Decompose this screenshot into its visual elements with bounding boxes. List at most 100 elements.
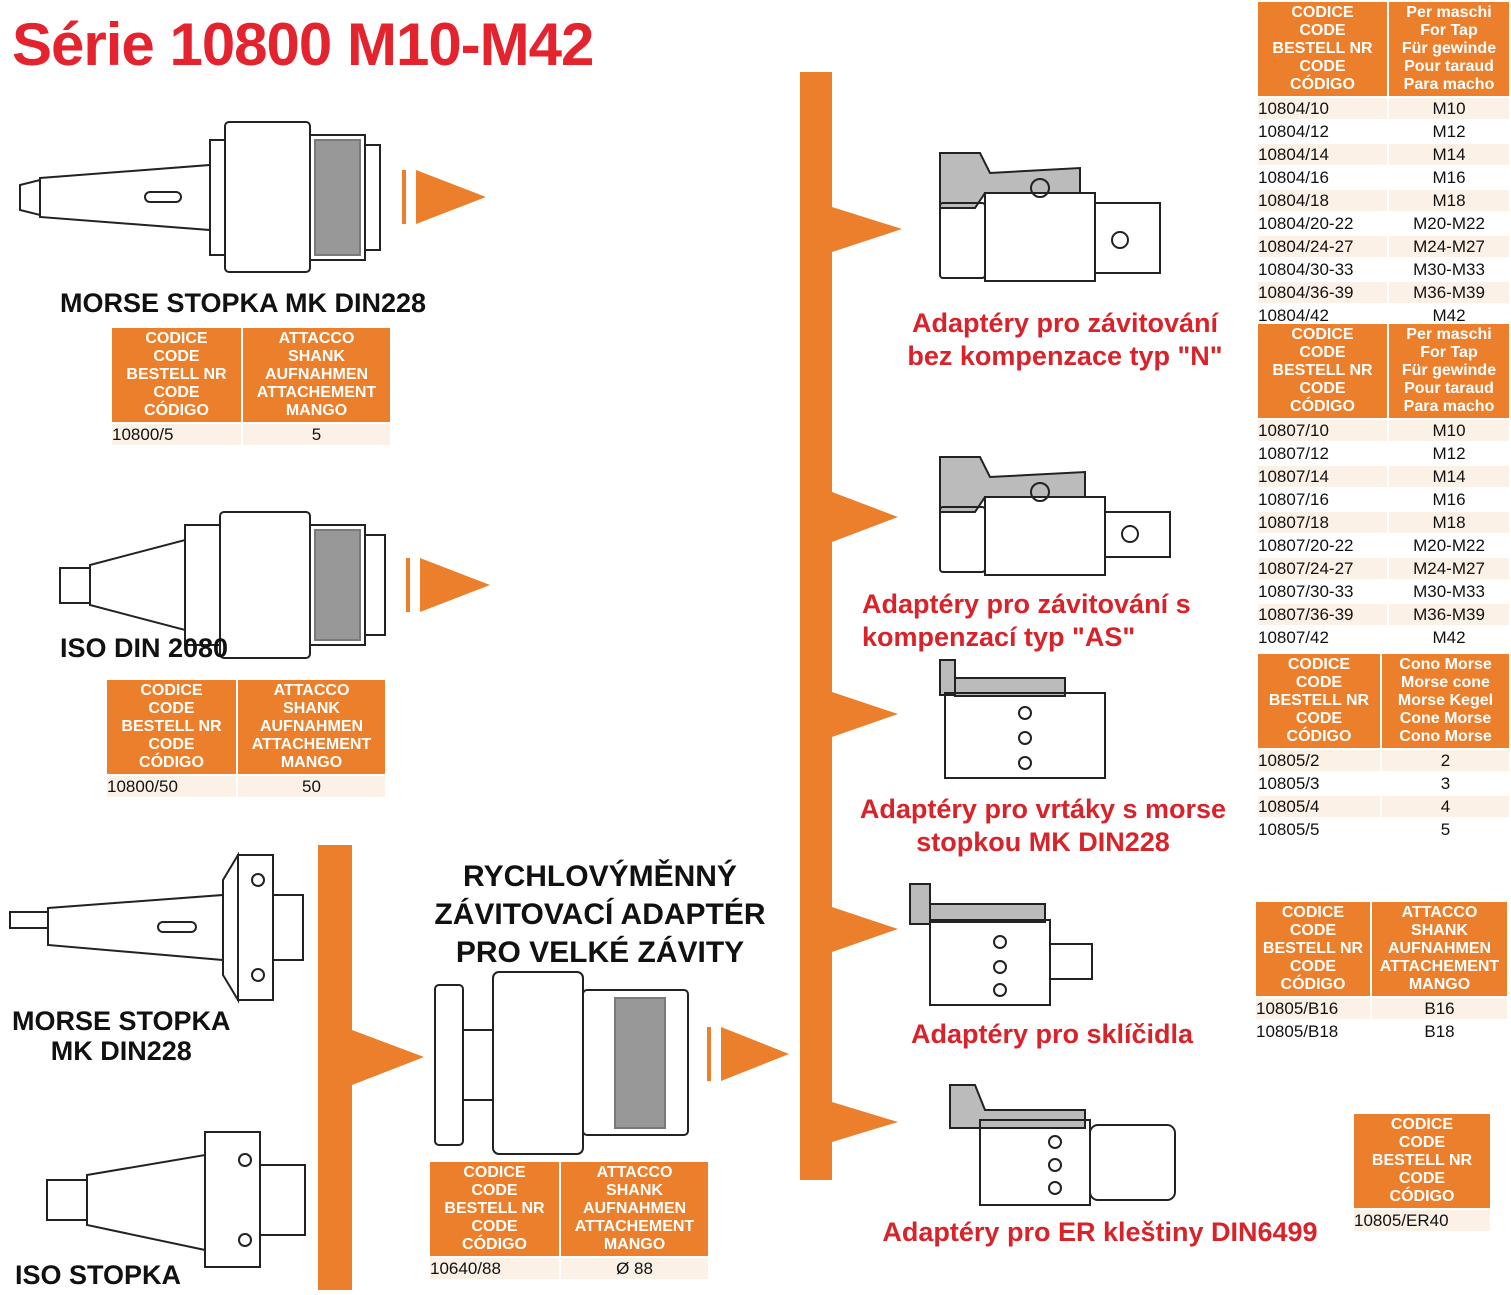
table-cell: M10	[1389, 420, 1509, 441]
table-cell: M24-M27	[1389, 558, 1509, 579]
table-header: CODICE CODE BESTELL NR CODE CÓDIGO	[1258, 324, 1387, 418]
table-cell: 10800/5	[112, 424, 241, 445]
table-header: CODICE CODE BESTELL NR CODE CÓDIGO	[1258, 2, 1387, 96]
iso-big-holder-drawing	[46, 1131, 306, 1268]
table-cell: 10807/36-39	[1258, 604, 1387, 625]
big-adapter-label: RYCHLOVÝMĚNNÝ ZÁVITOVACÍ ADAPTÉR PRO VEL…	[434, 860, 766, 969]
table-cell: 10807/30-33	[1258, 581, 1387, 602]
adapter-morse-drawing	[939, 659, 1106, 779]
adapter-chuck-drawing	[909, 883, 1093, 1006]
table-row: 10800/5 5	[112, 424, 390, 445]
table-row: 10800/50 50	[107, 776, 385, 797]
left-connector	[318, 845, 424, 1290]
table-cell: 10805/3	[1258, 773, 1380, 794]
table-cell: 10807/12	[1258, 443, 1387, 464]
iso-big-label: ISO STOPKA	[15, 1260, 182, 1290]
table-cell: 10804/14	[1258, 144, 1387, 165]
table-header: ATTACCO SHANK AUFNAHMEN ATTACHEMENT MANG…	[243, 328, 390, 422]
adapter-as-table: CODICE CODE BESTELL NR CODE CÓDIGO Per m…	[1256, 322, 1511, 650]
table-cell: 10804/12	[1258, 121, 1387, 142]
table-cell: 10800/50	[107, 776, 236, 797]
adapter-er-drawing	[949, 1084, 1176, 1206]
table-cell: 10805/4	[1258, 796, 1380, 817]
table-cell: 10807/20-22	[1258, 535, 1387, 556]
table-cell: M16	[1389, 489, 1509, 510]
adapter-n-table: CODICE CODE BESTELL NR CODE CÓDIGO Per m…	[1256, 0, 1511, 328]
table-cell: 10805/B16	[1256, 998, 1370, 1019]
iso-holder-drawing	[59, 511, 386, 659]
table-cell: M10	[1389, 98, 1509, 119]
table-header: CODICE CODE BESTELL NR CODE CÓDIGO	[107, 680, 236, 774]
morse-holder-drawing	[19, 121, 381, 273]
branch-connector	[800, 72, 902, 1180]
table-cell: M18	[1389, 190, 1509, 211]
table-header: ATTACCO SHANK AUFNAHMEN ATTACHEMENT MANG…	[238, 680, 385, 774]
table-cell: B16	[1372, 998, 1507, 1019]
adapter-chuck-label: Adaptéry pro sklíčidla	[910, 1019, 1194, 1049]
table-cell: 2	[1382, 750, 1509, 771]
table-cell: B18	[1372, 1021, 1507, 1042]
table-cell: 10804/10	[1258, 98, 1387, 119]
table-cell: 10804/18	[1258, 190, 1387, 211]
table-cell: 5	[243, 424, 390, 445]
table-cell: 10805/5	[1258, 819, 1380, 840]
iso-label: ISO DIN 2080	[60, 633, 229, 663]
table-cell: M12	[1389, 121, 1509, 142]
table-header: Per maschi For Tap Für gewinde Pour tara…	[1389, 324, 1509, 418]
table-cell: 10804/20-22	[1258, 213, 1387, 234]
table-cell: 10807/42	[1258, 627, 1387, 648]
arrow-iso	[406, 558, 490, 612]
morse-big-label: MORSE STOPKA MK DIN228	[12, 1006, 231, 1066]
page-title: Série 10800 M10-M42	[12, 11, 594, 78]
adapter-n-drawing	[939, 152, 1161, 282]
table-cell: M20-M22	[1389, 535, 1509, 556]
table-cell: 10807/18	[1258, 512, 1387, 533]
morse-table: CODICE CODE BESTELL NR CODE CÓDIGO ATTAC…	[110, 326, 392, 447]
table-header: CODICE CODE BESTELL NR CODE CÓDIGO	[1258, 654, 1380, 748]
table-cell: M24-M27	[1389, 236, 1509, 257]
table-cell: 10805/2	[1258, 750, 1380, 771]
adapter-morse-label: Adaptéry pro vrtáky s morse stopkou MK D…	[859, 794, 1227, 857]
table-cell: M20-M22	[1389, 213, 1509, 234]
table-header: ATTACCO SHANK AUFNAHMEN ATTACHEMENT MANG…	[1372, 902, 1507, 996]
table-cell: 10805/B18	[1256, 1021, 1370, 1042]
table-cell: 10807/24-27	[1258, 558, 1387, 579]
table-header: Cono Morse Morse cone Morse Kegel Cone M…	[1382, 654, 1509, 748]
table-header: CODICE CODE BESTELL NR CODE CÓDIGO	[112, 328, 241, 422]
table-cell: M12	[1389, 443, 1509, 464]
morse-big-holder-drawing	[9, 851, 304, 1004]
table-cell: Ø 88	[561, 1258, 708, 1279]
table-header: CODICE CODE BESTELL NR CODE CÓDIGO	[430, 1162, 559, 1256]
table-cell: 10804/36-39	[1258, 282, 1387, 303]
adapter-as-label: Adaptéry pro závitování s kompenzací typ…	[862, 589, 1191, 652]
table-header: CODICE CODE BESTELL NR CODE CÓDIGO	[1256, 902, 1370, 996]
table-cell: M18	[1389, 512, 1509, 533]
adapter-morse-table: CODICE CODE BESTELL NR CODE CÓDIGO Cono …	[1256, 652, 1511, 842]
table-header: CODICE CODE BESTELL NR CODE CÓDIGO	[1354, 1114, 1490, 1208]
table-cell: 5	[1382, 819, 1509, 840]
big-adapter-drawing	[434, 971, 689, 1155]
table-cell: 10804/30-33	[1258, 259, 1387, 280]
table-header: Per maschi For Tap Für gewinde Pour tara…	[1389, 2, 1509, 96]
table-cell: 10807/16	[1258, 489, 1387, 510]
table-cell: M42	[1389, 627, 1509, 648]
adapter-er-table: CODICE CODE BESTELL NR CODE CÓDIGO 10805…	[1352, 1112, 1492, 1233]
